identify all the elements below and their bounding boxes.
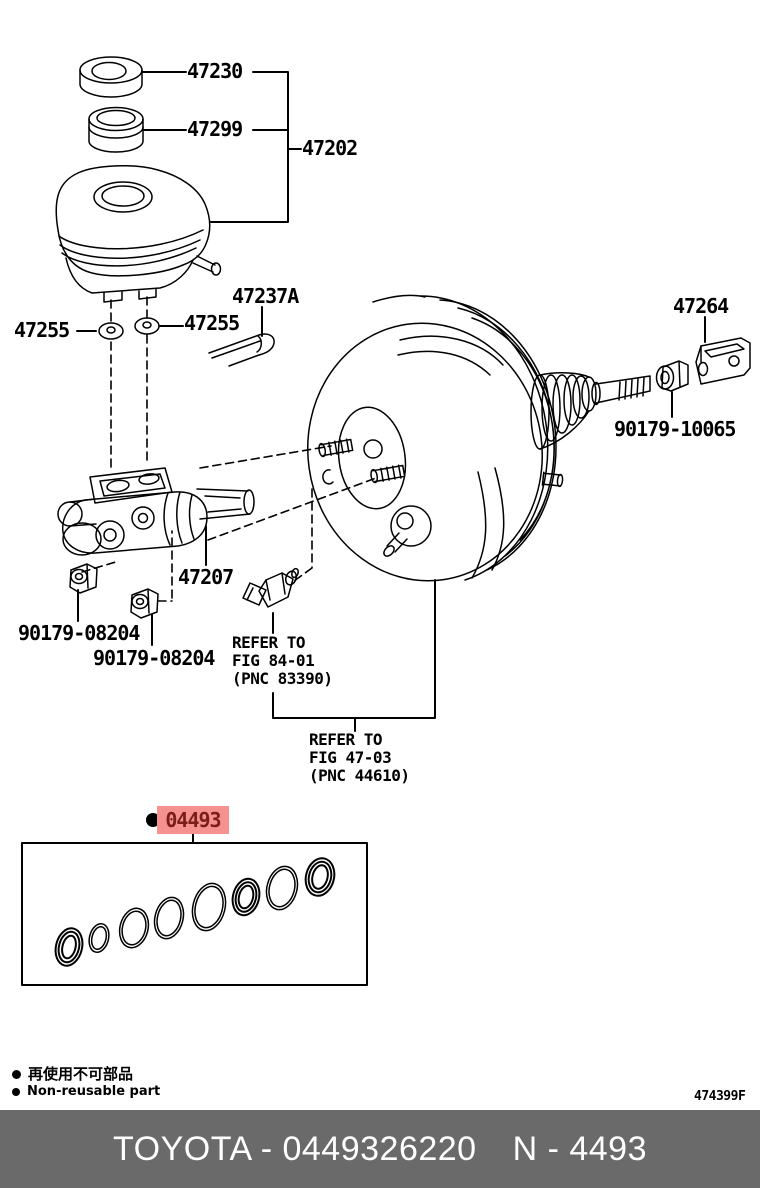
refer-note-fig-47-03: REFER TO FIG 47-03 (PNC 44610) — [309, 730, 410, 785]
part-label-90179-10065[interactable]: 90179-10065 — [614, 417, 736, 441]
footer-part-number: TOYOTA - 0449326220 — [113, 1129, 477, 1168]
reservoir-filter-drawing — [89, 108, 143, 152]
reservoir-cap-drawing — [80, 57, 142, 97]
part-label-90179-08204-a[interactable]: 90179-08204 — [18, 621, 140, 645]
non-reusable-dot-icon — [12, 1069, 21, 1079]
refer-note-fig-84-01: REFER TO FIG 84-01 (PNC 83390) — [232, 633, 333, 688]
part-label-04493-highlighted[interactable]: 04493 — [157, 806, 229, 834]
part-label-47207[interactable]: 47207 — [178, 565, 234, 589]
figure-code: 474399F — [694, 1089, 746, 1104]
reservoir-tank-drawing — [56, 166, 220, 302]
assembly-dashed-lines — [82, 297, 376, 601]
part-label-47299[interactable]: 47299 — [187, 117, 243, 141]
legend-en-text: Non-reusable part — [27, 1084, 161, 1099]
refer-note-line: FIG 84-01 — [232, 651, 315, 670]
master-cylinder-drawing — [58, 468, 254, 555]
part-label-47230[interactable]: 47230 — [187, 59, 243, 83]
clip-drawing — [209, 334, 274, 366]
part-label-47255-right[interactable]: 47255 — [184, 311, 240, 335]
non-reusable-dot-icon — [146, 813, 160, 827]
push-rod-drawing — [531, 373, 650, 449]
part-label-04493-text: 04493 — [165, 808, 221, 832]
legend-row-jp: 再使用不可部品 — [12, 1066, 160, 1082]
refer-note-line: (PNC 83390) — [232, 669, 333, 688]
clevis-drawing — [696, 338, 750, 384]
legend-jp-text: 再使用不可部品 — [28, 1065, 134, 1083]
part-label-47237a[interactable]: 47237A — [232, 284, 299, 308]
part-label-47255-left[interactable]: 47255 — [14, 318, 70, 342]
footer-n-code: N - 4493 — [512, 1129, 647, 1168]
mounting-nuts-drawing — [70, 564, 158, 618]
part-label-90179-08204-b[interactable]: 90179-08204 — [93, 646, 215, 670]
part-label-47202[interactable]: 47202 — [302, 136, 358, 160]
refer-note-line: FIG 47-03 — [309, 748, 392, 767]
non-reusable-dot-icon — [12, 1088, 20, 1096]
legend-row-en: Non-reusable part — [12, 1085, 160, 1099]
leader-lines — [77, 72, 705, 843]
part-label-47264[interactable]: 47264 — [673, 294, 729, 318]
refer-note-line: REFER TO — [232, 633, 306, 652]
refer-note-line: (PNC 44610) — [309, 766, 410, 785]
pressure-sensor-drawing — [243, 568, 299, 607]
footer-bar: TOYOTA - 0449326220 N - 4493 — [0, 1110, 760, 1188]
legend: 再使用不可部品 Non-reusable part — [12, 1066, 160, 1102]
refer-note-line: REFER TO — [309, 730, 383, 749]
grommets-drawing — [99, 318, 159, 339]
repair-kit-drawing — [22, 843, 367, 985]
clevis-lock-nut-drawing — [657, 361, 689, 391]
brake-booster-drawing — [291, 295, 563, 596]
